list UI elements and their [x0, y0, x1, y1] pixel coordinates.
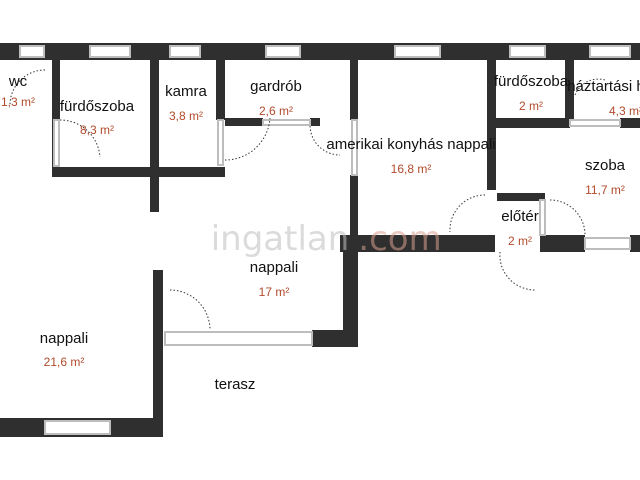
room-area-furdoszoba: 8,3 m²: [80, 123, 114, 137]
door-swings: [9, 69, 606, 331]
watermark: ingatlan .com: [211, 219, 442, 259]
room-name-wc: wc: [8, 73, 28, 90]
room-labels: wc 1,3 m² fürdőszoba 8,3 m² kamra 3,8 m²…: [1, 73, 640, 393]
room-area-eloter: 2 m²: [508, 234, 532, 248]
room-name-szoba: szoba: [585, 157, 626, 174]
room-area-szoba: 11,7 m²: [585, 183, 625, 197]
room-name-eloter: előtér: [501, 208, 539, 225]
room-name-furdoszoba: fürdőszoba: [60, 98, 135, 115]
room-name-nappali: nappali: [250, 259, 298, 276]
watermark-suffix: .com: [358, 219, 441, 259]
room-name-terasz: terasz: [215, 376, 256, 393]
room-area-nappali: 17 m²: [259, 285, 290, 299]
room-area-furdoszoba-2: 2 m²: [519, 99, 543, 113]
room-area-haztartasi: 4,3 m²: [609, 104, 640, 118]
room-name-kamra: kamra: [165, 83, 207, 100]
room-area-kamra: 3,8 m²: [169, 109, 203, 123]
room-area-gardrob: 2,6 m²: [259, 104, 293, 118]
room-name-gardrob: gardrób: [250, 78, 302, 95]
room-name-amerikai-konyhas-nappali: amerikai konyhás nappali: [326, 136, 495, 153]
room-name-haztartasi: háztartási h: [567, 78, 640, 95]
windows: [19, 45, 631, 435]
room-area-amerikai-konyhas-nappali: 16,8 m²: [391, 162, 432, 176]
room-area-nappali-2: 21,6 m²: [44, 355, 85, 369]
room-name-nappali-2: nappali: [40, 330, 88, 347]
room-area-wc: 1,3 m²: [1, 95, 35, 109]
room-name-furdoszoba-2: fürdőszoba: [494, 73, 569, 90]
watermark-text: ingatlan: [211, 219, 350, 259]
